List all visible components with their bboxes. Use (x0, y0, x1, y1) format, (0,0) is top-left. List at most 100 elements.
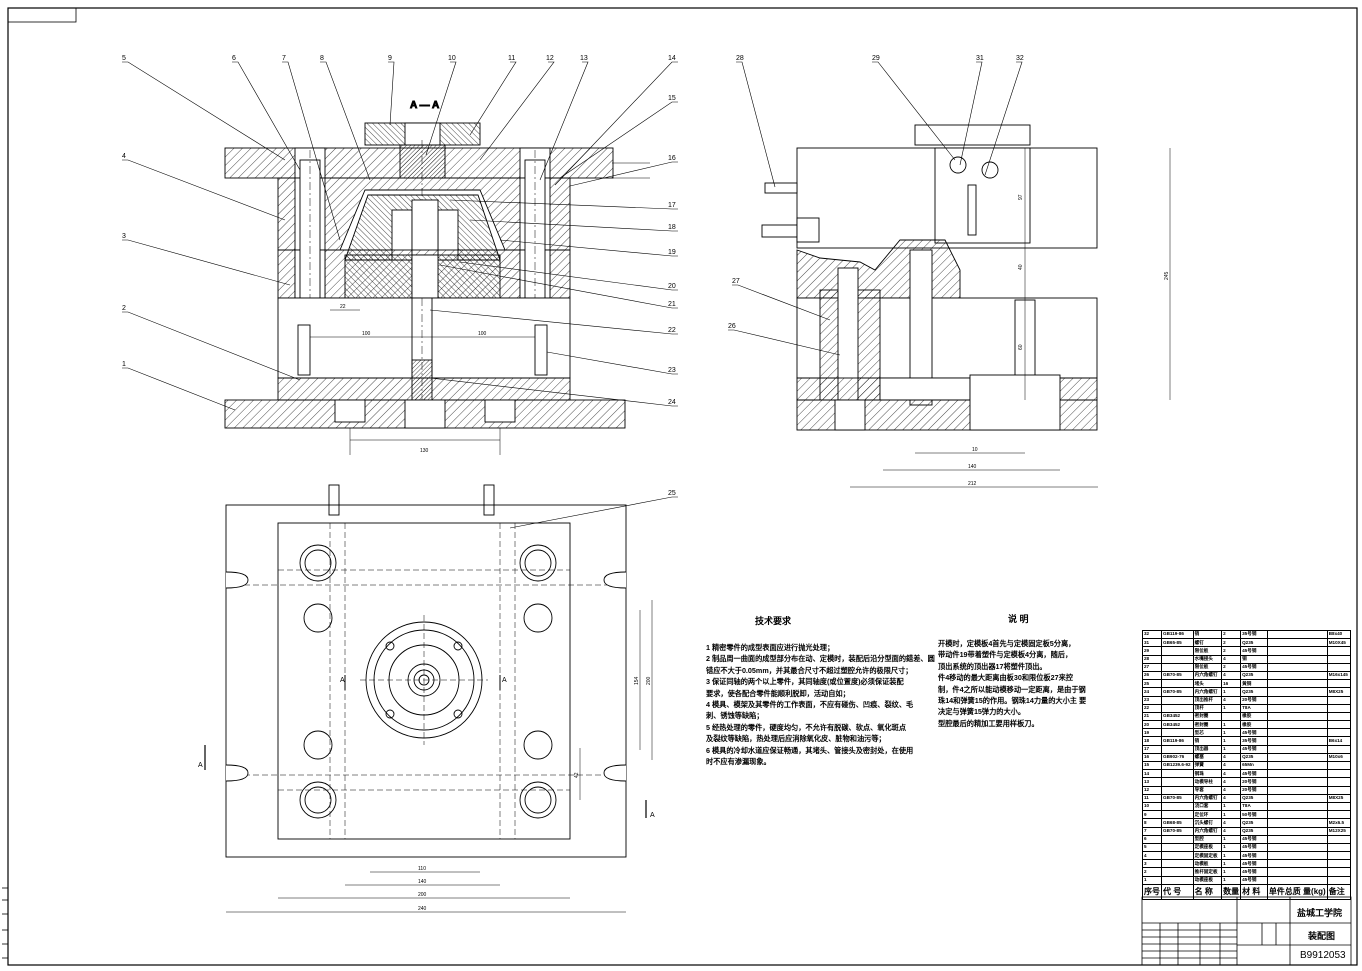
svg-text:A: A (340, 677, 345, 684)
bom-cell: 45号钢 (1240, 842, 1268, 853)
bom-cell: 密封圈 (1192, 720, 1223, 730)
bom-cell (1266, 875, 1328, 885)
svg-text:A: A (502, 677, 507, 684)
bom-cell: 50号钢 (1240, 810, 1268, 820)
bom-cell (1326, 777, 1352, 787)
bom-cell: 45号钢 (1240, 859, 1268, 869)
svg-text:6: 6 (232, 55, 236, 62)
svg-text:10: 10 (972, 447, 978, 453)
bom-cell: 45号钢 (1240, 662, 1268, 672)
bom-cell (1266, 760, 1328, 771)
svg-text:8: 8 (320, 55, 324, 62)
bom-cell: 10 (1142, 801, 1162, 812)
bom-cell: GB70-85 (1161, 670, 1194, 681)
bom-cell (1161, 695, 1194, 705)
bom-cell (1161, 785, 1194, 795)
bom-cell: 19 (1142, 728, 1162, 738)
drawing-number: B9912053 (1300, 950, 1346, 961)
bom-cell: 橡胶 (1240, 711, 1268, 722)
bom-cell: Q235 (1240, 687, 1268, 697)
bom-cell (1161, 646, 1194, 656)
svg-text:240: 240 (418, 906, 427, 912)
bom-cell (1161, 810, 1194, 820)
svg-text:13: 13 (580, 55, 588, 62)
bom-cell: 限位板 (1192, 646, 1223, 656)
bom-cell: 1 (1221, 703, 1242, 713)
bom-cell: 单件总质 量(kg) (1266, 883, 1328, 900)
svg-text:27: 27 (732, 278, 740, 285)
bom-cell: T8A (1240, 801, 1268, 812)
svg-text:32: 32 (1016, 55, 1024, 62)
bom-cell (1266, 777, 1328, 787)
bom-cell: 11 (1142, 793, 1162, 803)
bom-cell: GB65-85 (1161, 638, 1194, 648)
bom-cell (1161, 703, 1194, 713)
bom-cell: 65Mn (1240, 760, 1268, 771)
bom-cell (1161, 859, 1194, 869)
bom-cell: GB119-86 (1161, 736, 1194, 746)
bom-cell (1266, 646, 1328, 656)
bom-cell: 动模导柱 (1192, 777, 1223, 787)
bom-cell: T8A (1240, 703, 1268, 713)
bom-cell: 动模板 (1192, 859, 1223, 869)
svg-text:245: 245 (1164, 271, 1170, 280)
bom-cell: 4 (1221, 785, 1242, 795)
bom-cell (1266, 793, 1328, 803)
bom-cell: 21 (1142, 711, 1162, 722)
bom-cell: 螺塞 (1192, 752, 1223, 763)
bom-cell: 1 (1221, 842, 1242, 853)
svg-text:3: 3 (122, 233, 126, 240)
bom-cell: 销 (1192, 629, 1223, 640)
bom-cell: 密封圈 (1192, 711, 1223, 722)
bom-cell: 4 (1221, 793, 1242, 803)
bom-cell: 45号钢 (1240, 646, 1268, 656)
bom-cell: M16x145 (1326, 670, 1352, 681)
bom-cell: 定位环 (1192, 810, 1223, 820)
bom-cell (1326, 662, 1352, 672)
bom-cell (1161, 744, 1194, 754)
bom-cell: 45号钢 (1240, 834, 1268, 844)
bom-cell (1161, 777, 1194, 787)
bom-cell: 螺钉 (1192, 638, 1223, 648)
svg-text:212: 212 (968, 481, 977, 487)
bom-cell (1266, 695, 1328, 705)
bom-cell: GB1239.6-92 (1161, 760, 1194, 771)
bom-cell (1326, 785, 1352, 795)
bom-cell: 12 (1142, 785, 1162, 795)
school-name: 盐城工学院 (1297, 908, 1343, 918)
bom-cell: 45号钢 (1240, 769, 1268, 779)
svg-text:23: 23 (668, 367, 676, 374)
bom-cell: 16 (1142, 752, 1162, 763)
bom-cell: 顶出器 (1192, 744, 1223, 754)
bom-cell (1326, 744, 1352, 754)
bom-cell (1326, 867, 1352, 877)
bom-cell: 浇口套 (1192, 801, 1223, 812)
bom-cell (1266, 810, 1328, 820)
front-leaders (122, 61, 678, 411)
svg-text:7: 7 (282, 55, 286, 62)
bom-cell: 内六角螺钉 (1192, 826, 1223, 836)
svg-text:110: 110 (418, 866, 426, 872)
bom-cell: 动模座板 (1192, 875, 1223, 885)
svg-text:29: 29 (872, 55, 880, 62)
bom-cell: 1 (1221, 851, 1242, 861)
svg-text:22: 22 (668, 327, 676, 334)
bom-cell (1161, 875, 1194, 885)
bom-cell (1266, 670, 1328, 681)
bom-cell: 1 (1221, 859, 1242, 869)
bom-cell: 20号钢 (1240, 785, 1268, 795)
bom-cell (1266, 629, 1328, 640)
svg-text:21: 21 (668, 301, 676, 308)
bom-cell: 定模座板 (1192, 842, 1223, 853)
bom-cell (1326, 720, 1352, 730)
bom-cell (1266, 818, 1328, 828)
